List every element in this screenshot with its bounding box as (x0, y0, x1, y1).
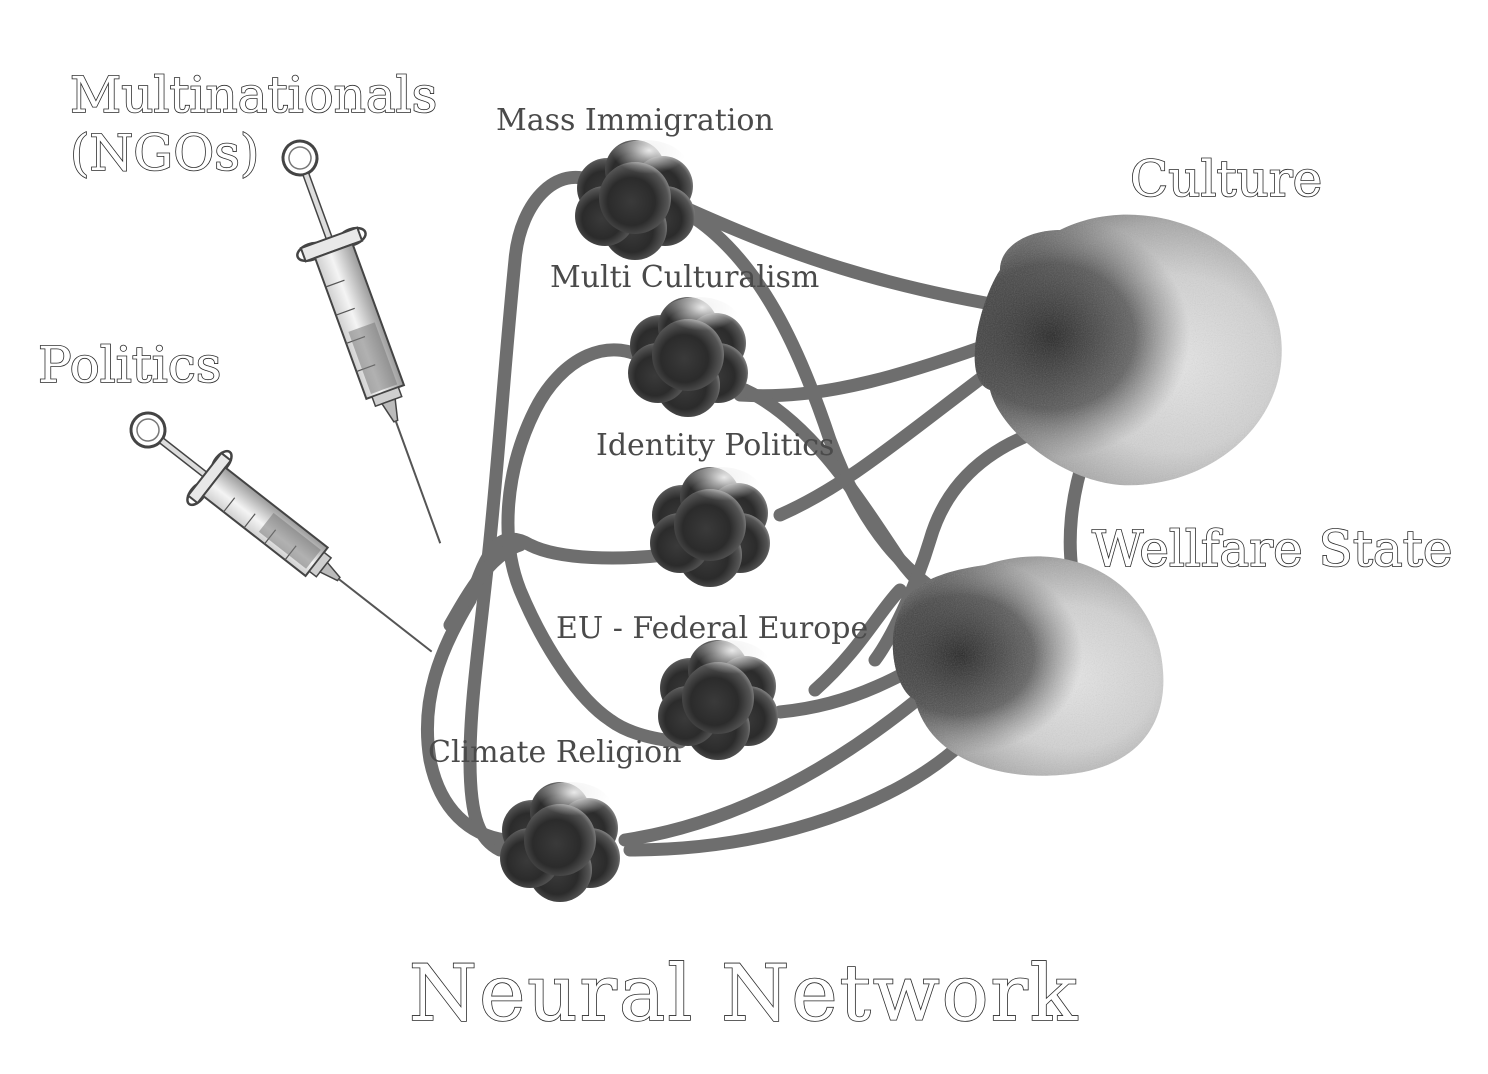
node-label-mass-immigration: Mass Immigration (496, 103, 774, 138)
fiber (463, 171, 607, 857)
injector-label-multinationals-line1: Multinationals (70, 66, 437, 124)
node-multi-culturalism (628, 297, 748, 417)
node-eu-federal-europe (658, 640, 778, 760)
node-label-eu-federal-europe: EU - Federal Europe (556, 611, 868, 646)
node-climate-religion (500, 782, 620, 902)
syringe-politics-icon (129, 411, 433, 653)
diagram-title: Neural Network (409, 949, 1079, 1039)
fiber (808, 583, 907, 697)
node-label-identity-politics: Identity Politics (596, 428, 834, 463)
fiber (443, 538, 527, 632)
node-group (500, 140, 778, 902)
syringe-multinationals-icon (281, 139, 442, 544)
target-label-culture: Culture (1130, 150, 1322, 208)
node-identity-politics (650, 467, 770, 587)
injector-label-politics: Politics (38, 336, 221, 394)
culture-blob (974, 214, 1282, 486)
node-label-climate-religion: Climate Religion (428, 735, 682, 770)
fiber (623, 738, 967, 857)
injector-label-multinationals-line2: (NGOs) (70, 124, 259, 182)
node-label-multi-culturalism: Multi Culturalism (550, 260, 819, 295)
welfare-state-blob (892, 556, 1164, 776)
fiber (501, 343, 687, 749)
node-mass-immigration (575, 140, 695, 260)
target-label-welfare-state: Wellfare State (1092, 520, 1452, 578)
